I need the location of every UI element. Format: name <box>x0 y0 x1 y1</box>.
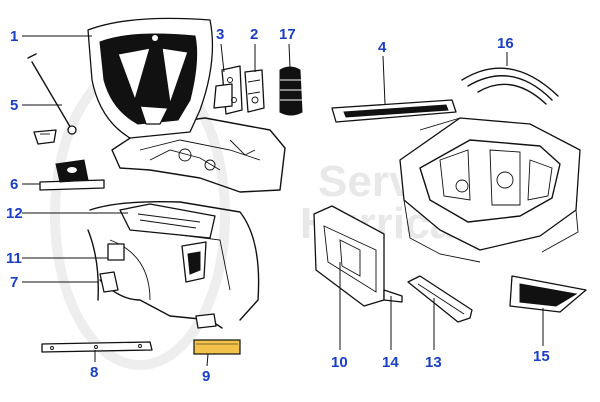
callout-9: 9 <box>202 368 210 385</box>
engine-bay-assembly[interactable] <box>399 117 581 263</box>
callout-10: 10 <box>331 354 348 371</box>
callout-11: 11 <box>6 250 22 267</box>
callout-13: 13 <box>425 354 442 371</box>
callout-7: 7 <box>10 274 18 291</box>
callout-17: 17 <box>279 26 296 43</box>
callouts: 1 5 6 12 11 7 3 2 17 4 16 8 9 10 14 13 1… <box>6 26 550 385</box>
part-7-cable[interactable] <box>99 271 223 329</box>
part-15-plate[interactable] <box>509 275 587 313</box>
callout-3: 3 <box>216 26 224 43</box>
part-13-rail[interactable] <box>407 275 473 323</box>
callout-14: 14 <box>382 354 399 371</box>
part-11-support[interactable] <box>107 241 207 283</box>
part-8-strip[interactable] <box>41 341 153 353</box>
leader-lines <box>22 35 544 367</box>
part-9-pad[interactable] <box>193 339 241 355</box>
part-17-bellow[interactable] <box>279 66 303 116</box>
part-16-arch-seals[interactable] <box>461 67 559 105</box>
callout-6: 6 <box>10 176 18 193</box>
part-4-rail[interactable] <box>331 99 457 123</box>
callout-5: 5 <box>10 97 18 114</box>
callout-2: 2 <box>250 26 258 43</box>
callout-4: 4 <box>378 39 387 56</box>
part-10-panel[interactable] <box>313 205 403 307</box>
part-3-hinge[interactable] <box>213 65 243 115</box>
part-2-bracket[interactable] <box>244 69 265 113</box>
part-1-bonnet[interactable] <box>87 17 286 193</box>
callout-1: 1 <box>10 28 18 45</box>
part-6-catch[interactable] <box>39 159 105 191</box>
callout-16: 16 <box>497 35 514 52</box>
callout-15: 15 <box>533 348 550 365</box>
callout-8: 8 <box>90 364 98 381</box>
part-5-clip <box>33 129 57 145</box>
callout-12: 12 <box>6 205 23 222</box>
part-12-air-duct[interactable] <box>119 203 216 239</box>
part-5-stay-rod[interactable] <box>27 53 77 135</box>
